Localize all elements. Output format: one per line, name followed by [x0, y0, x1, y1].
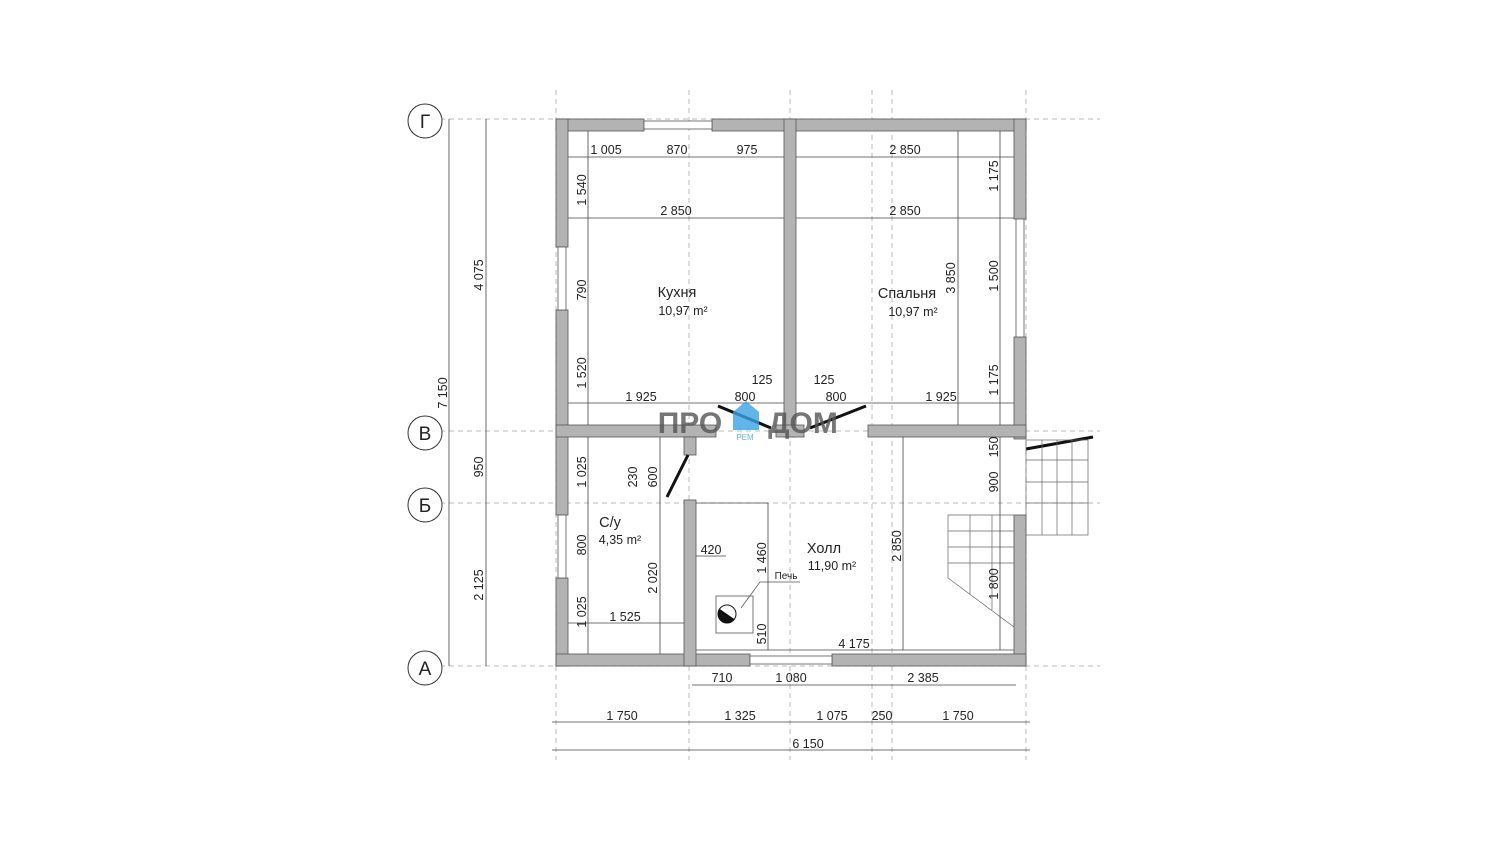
room-area-hall: 11,90 m²	[808, 559, 856, 573]
dimension-label: 800	[826, 390, 847, 404]
dimension-label: 800	[735, 390, 756, 404]
dimension-label: 1 080	[775, 671, 806, 685]
house-icon	[733, 401, 759, 430]
dimension-label: 1 925	[625, 390, 656, 404]
dimension-label: 3 850	[944, 262, 958, 293]
dimension-label: 975	[737, 143, 758, 157]
dimension-label: 4 075	[472, 259, 486, 290]
axis-label: Б	[419, 496, 431, 517]
dimension-label: 1 025	[575, 596, 589, 627]
logo-text-left: ПРО	[658, 407, 723, 440]
dimension-label: 710	[712, 671, 733, 685]
dimension-label: 800	[575, 535, 589, 556]
room-name-bathroom: С/у	[599, 515, 622, 531]
window	[643, 120, 713, 130]
dimension-label: 1 540	[575, 174, 589, 205]
dimension-label: 230	[626, 467, 640, 488]
logo-watermark: ПРО ДОМ РЕМ	[658, 401, 838, 442]
room-area-bathroom: 4,35 m²	[599, 533, 641, 547]
dimension-label: 4 175	[838, 637, 869, 651]
dimension-label: 2 385	[907, 671, 938, 685]
axis-label: В	[419, 424, 432, 445]
axis-label: А	[419, 659, 432, 680]
dimension-label: 150	[987, 437, 1001, 458]
dimension-label: 2 020	[646, 562, 660, 593]
dimension-label: 950	[472, 457, 486, 478]
dimension-label: 125	[752, 373, 773, 387]
dimension-label: 1 175	[987, 364, 1001, 395]
room-area-bedroom: 10,97 m²	[888, 305, 937, 319]
axis-label: Г	[420, 112, 430, 133]
dimension-label: 7 150	[436, 377, 450, 408]
room-name-bedroom: Спальня	[878, 286, 936, 302]
window	[1015, 218, 1025, 338]
room-name-kitchen: Кухня	[658, 285, 697, 301]
stairs	[947, 439, 1089, 628]
dimension-label: 1 800	[987, 568, 1001, 599]
window	[557, 246, 567, 311]
logo-text-right: ДОМ	[768, 407, 838, 440]
dimension-label: 1 520	[575, 357, 589, 388]
window	[557, 514, 567, 579]
dimension-label: 1 925	[925, 390, 956, 404]
dimension-label: 1 005	[590, 143, 621, 157]
room-name-hall: Холл	[807, 541, 841, 557]
dimension-label: 600	[646, 467, 660, 488]
dimension-label: 6 150	[792, 737, 823, 751]
dimension-label: 870	[667, 143, 688, 157]
logo-subtext: РЕМ	[736, 433, 754, 442]
stove: Печь	[715, 571, 800, 634]
dimension-label: 2 850	[660, 204, 691, 218]
room-area-kitchen: 10,97 m²	[658, 304, 707, 318]
dimension-label: 2 125	[472, 569, 486, 600]
dimension-label: 1 500	[987, 260, 1001, 291]
dimension-label: 510	[755, 624, 769, 645]
dimension-label: 250	[872, 709, 893, 723]
dimension-label: 2 850	[890, 530, 904, 561]
dimension-label: 420	[701, 543, 722, 557]
dimension-label: 1 460	[755, 542, 769, 573]
dimension-label: 900	[987, 472, 1001, 493]
dimension-label: 790	[575, 280, 589, 301]
dimension-labels: 1 005 870 975 2 850 2 850 2 850 1 540 790 1 520 1…	[436, 143, 1001, 751]
axis-markers: Г В Б А	[407, 103, 443, 686]
doors	[665, 404, 1094, 498]
dimension-label: 1 525	[609, 610, 640, 624]
walls	[555, 118, 1027, 667]
dimension-label: 1 750	[942, 709, 973, 723]
room-labels: Кухня 10,97 m² Спальня 10,97 m² С/у 4,35…	[599, 285, 938, 573]
dimension-lines	[448, 119, 1030, 751]
dimension-label: 1 750	[606, 709, 637, 723]
dimension-label: 1 025	[575, 456, 589, 487]
dimension-label: 1 075	[816, 709, 847, 723]
dimension-label: 2 850	[889, 204, 920, 218]
dimension-label: 2 850	[889, 143, 920, 157]
window	[749, 655, 833, 665]
dimension-label: 1 175	[987, 160, 1001, 191]
dimension-label: 125	[814, 373, 835, 387]
stove-label: Печь	[775, 571, 798, 582]
dimension-label: 1 325	[724, 709, 755, 723]
